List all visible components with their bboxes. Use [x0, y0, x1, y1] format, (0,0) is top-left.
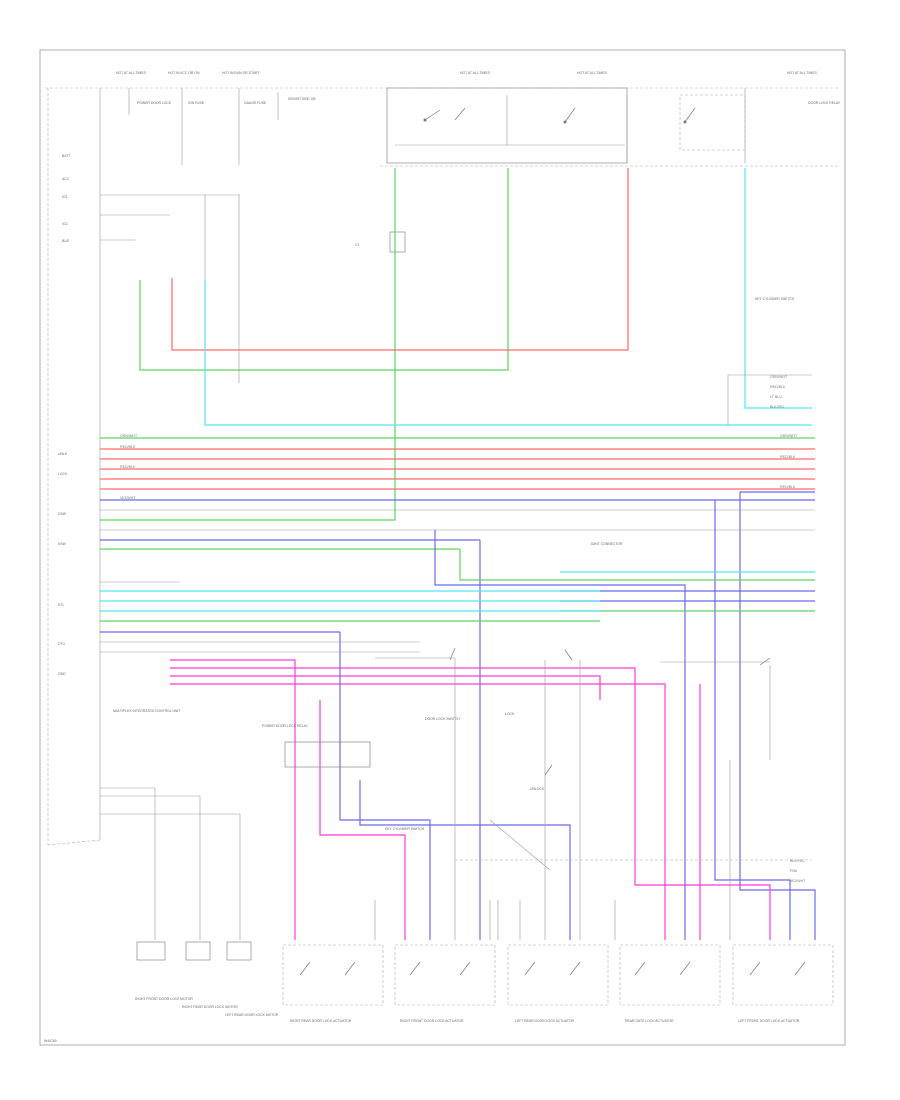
fuse-label-2: IGN FUSE: [188, 101, 205, 105]
top-header-4: HOT AT ALL TIMES: [460, 71, 491, 75]
top-header-5: HOT AT ALL TIMES: [577, 71, 608, 75]
wire-cyan-1: [204, 280, 812, 426]
wire-green-1: [139, 168, 509, 371]
wire-green-v: [459, 549, 815, 581]
wire-label-r2: RED/BLK: [770, 385, 786, 389]
door-lock-switch: DOOR LOCK SWITCH: [375, 647, 460, 940]
diagram-frame: [39, 49, 846, 1046]
svg-text:LOCK: LOCK: [505, 712, 515, 716]
wire-label-r4: BLK/YEL: [770, 405, 785, 409]
top-header-2: HOT IN ACC OR ON: [168, 71, 200, 75]
connector-code-c1: C1: [355, 243, 359, 247]
svg-text:REAR GATE LOCK ACTUATOR: REAR GATE LOCK ACTUATOR: [625, 1019, 674, 1023]
wire-magenta-2: [170, 667, 771, 940]
relay-switch-3: [683, 107, 696, 124]
wire-blue-v1: [714, 500, 791, 940]
svg-text:RIGHT REAR DOOR LOCK MOTOR: RIGHT REAR DOOR LOCK MOTOR: [182, 1005, 238, 1009]
wire-label-r1: GRN/WHT: [770, 375, 788, 379]
fuse-label-1: POWER DOOR LOCK: [137, 101, 172, 105]
fuse-box-label: DRIVER SIDE J/B: [288, 97, 316, 101]
svg-text:RIGHT FRONT DOOR LOCK ACTUATOR: RIGHT FRONT DOOR LOCK ACTUATOR: [400, 1019, 464, 1023]
svg-text:LEFT FRONT DOOR LOCK ACTUATOR: LEFT FRONT DOOR LOCK ACTUATOR: [738, 1019, 800, 1023]
mid-connector: [389, 231, 406, 253]
wire-blue-v4: [434, 530, 686, 940]
switch-label-key: KEY CYLINDER SWITCH: [385, 827, 425, 831]
wire-magenta-1: [170, 659, 296, 940]
wire-label-r3: LT BLU: [770, 395, 782, 399]
lock-motor-1: RIGHT FRONT DOOR LOCK MOTOR: [135, 941, 193, 1001]
wire-blue-drop-1: [339, 632, 431, 940]
lower-right-label-1: BLK/YEL: [790, 859, 805, 863]
pin-label-gnd: GND: [58, 672, 66, 676]
top-header-6: HOT AT ALL TIMES: [787, 71, 818, 75]
top-header-3: HOT IN RUN OR START: [222, 71, 260, 75]
lock-switch: LOCK: [505, 649, 581, 940]
svg-text:RIGHT FRONT DOOR LOCK MOTOR: RIGHT FRONT DOOR LOCK MOTOR: [135, 997, 193, 1001]
pin-label-dsw: DSW: [58, 512, 67, 516]
bus-label-r3: RED/BLK: [780, 485, 796, 489]
key-cylinder-label: KEY CYLINDER SWITCH: [755, 297, 795, 301]
unlock-switch: UNLOCK: [530, 764, 553, 791]
actuator-left-rear: LEFT REAR DOOR LOCK ACTUATOR: [507, 944, 609, 1023]
pin-label-ig2: IG2: [62, 222, 68, 226]
bus-label-2: RED/BLK: [120, 445, 136, 449]
joint-connector-label: JOINT CONNECTOR: [590, 542, 623, 546]
wire-blue-drop-2: [359, 780, 571, 940]
pin-label-ksw: KSW: [58, 542, 67, 546]
lock-motor-2: RIGHT REAR DOOR LOCK MOTOR: [182, 941, 238, 1009]
mid-module-label: POWER DOOR LOCK RELAY: [262, 724, 309, 728]
actuator-rear-gate: REAR GATE LOCK ACTUATOR: [619, 944, 721, 1023]
relay-switch-2: [563, 107, 576, 124]
actuator-right-rear: RIGHT REAR DOOR LOCK ACTUATOR: [282, 944, 384, 1023]
wire-blue-v2: [739, 492, 816, 940]
pin-label-batt: BATT: [62, 154, 70, 158]
pin-label-ig1: IG1: [62, 195, 68, 199]
bus-label-r2: RED/BLK: [780, 455, 796, 459]
actuator-left-front: LEFT FRONT DOOR LOCK ACTUATOR: [732, 944, 834, 1023]
bus-label-4: VIO/WHT: [120, 496, 136, 500]
fuse-label-3: GAUGE FUSE: [244, 101, 267, 105]
pin-label-acc: ACC: [62, 177, 70, 181]
pin-label-dtl: DTL: [58, 603, 65, 607]
wire-magenta-5: [319, 700, 406, 940]
wire-magenta-4: [170, 683, 666, 940]
key-cylinder-switch: [660, 657, 771, 760]
left-module-label: MULTIPLEX INTEGRATED CONTROL UNIT: [113, 709, 180, 713]
actuator-right-front: RIGHT FRONT DOOR LOCK ACTUATOR: [394, 944, 496, 1023]
wire-green-2: [100, 168, 396, 521]
wire-red-1: [171, 168, 629, 351]
svg-text:DOOR LOCK SWITCH: DOOR LOCK SWITCH: [425, 717, 460, 721]
lower-right-label-2: PNK: [790, 869, 798, 873]
svg-text:LEFT REAR DOOR LOCK MOTOR: LEFT REAR DOOR LOCK MOTOR: [225, 1013, 279, 1017]
door-lock-relay-module: [284, 741, 371, 768]
pin-label-dtu: DTU: [58, 642, 66, 646]
fuse-label-4: DOOR LOCK RELAY: [808, 101, 841, 105]
lock-motor-3: LEFT REAR DOOR LOCK MOTOR: [225, 941, 279, 1017]
top-header-1: HOT AT ALL TIMES: [116, 71, 147, 75]
bus-label-1: GRN/WHT: [120, 434, 138, 438]
bus-label-r1: GRN/WHT: [780, 434, 798, 438]
pin-label-bus: BUS: [62, 239, 70, 243]
lower-right-label-3: VIO/WHT: [790, 879, 806, 883]
pin-label-unlk: UNLK: [58, 452, 68, 456]
svg-text:RIGHT REAR DOOR LOCK ACTUATOR: RIGHT REAR DOOR LOCK ACTUATOR: [290, 1019, 352, 1023]
pin-label-lock: LOCK: [58, 472, 68, 476]
footer-code: W44760: [44, 1039, 57, 1043]
svg-text:LEFT REAR DOOR LOCK ACTUATOR: LEFT REAR DOOR LOCK ACTUATOR: [515, 1019, 575, 1023]
bus-label-3: RED/BLK: [120, 465, 136, 469]
wire-cyan-2: [744, 168, 812, 409]
wire-magenta-3: [170, 675, 601, 700]
relay-switch-1: [423, 107, 466, 122]
svg-text:UNLOCK: UNLOCK: [530, 787, 545, 791]
